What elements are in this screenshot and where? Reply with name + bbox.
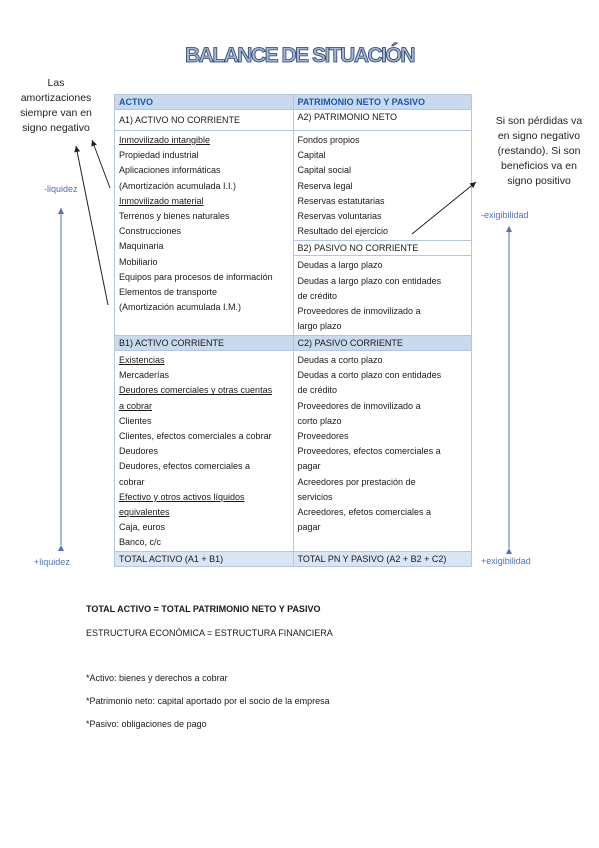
- table-item: Deudas a corto plazo con entidades: [297, 370, 442, 381]
- table-item: servicios: [297, 491, 333, 502]
- table-item: Deudas a largo plazo con entidades: [297, 275, 442, 286]
- note-line: siempre van en: [20, 107, 92, 119]
- table-item: Reservas estatutarias: [297, 195, 385, 206]
- pasivo-no-corriente-header: B2) PASIVO NO CORRIENTE: [292, 240, 472, 257]
- table-item: Deudores, efectos comerciales a: [119, 461, 251, 472]
- total-activo: TOTAL ACTIVO (A1 + B1): [114, 550, 294, 567]
- table-item: de crédito: [297, 290, 338, 301]
- arrow-resultado-ejercicio: [411, 181, 477, 235]
- table-item: Clientes: [119, 415, 152, 426]
- table-item: (Amortización acumulada I.M.): [119, 302, 242, 313]
- table-item: Terrenos y bienes naturales: [119, 211, 230, 222]
- arrow-amortizacion-ii: [91, 139, 111, 189]
- table-item: Equipos para procesos de información: [119, 271, 273, 282]
- table-item: Resultado del ejercicio: [297, 226, 389, 237]
- note-line: signo negativo: [22, 122, 90, 134]
- note-resultado: Si son pérdidas va en signo negativo (re…: [484, 114, 594, 189]
- table-item: Reserva legal: [297, 180, 353, 191]
- note-line: amortizaciones: [20, 92, 92, 104]
- table-item: Acreedores por prestación de: [297, 476, 416, 487]
- balance-table: ACTIVO PATRIMONIO NETO Y PASIVO A1) ACTI…: [114, 94, 472, 567]
- axis-label-minus-liquidez: -liquidez: [44, 184, 78, 194]
- table-item: Acreedores, efetos comerciales a: [297, 507, 432, 518]
- definition-pasivo: *Pasivo: obligaciones de pago: [86, 719, 207, 729]
- definition-activo: *Activo: bienes y derechos a cobrar: [86, 673, 228, 683]
- table-item: Mobiliario: [119, 256, 158, 267]
- total-pasivo: TOTAL PN Y PASIVO (A2 + B2 + C2): [292, 550, 472, 567]
- page-title: BALANCE DE SITUACIÓN: [184, 44, 416, 68]
- arrow-amortizacion-im: [74, 145, 109, 306]
- table-item: Clientes, efectos comerciales a cobrar: [119, 431, 272, 442]
- table-item: Capital social: [297, 165, 352, 176]
- table-item: (Amortización acumulada I.I.): [119, 180, 237, 191]
- table-item: Propiedad industrial: [119, 150, 199, 161]
- table-item: Inmovilizado material: [119, 195, 204, 206]
- table-item: Mercaderías: [119, 370, 170, 381]
- table-item: Deudores comerciales y otras cuentas: [119, 385, 273, 396]
- table-item: Banco, c/c: [119, 537, 162, 548]
- definition-patrimonio-neto: *Patrimonio neto: capital aportado por e…: [86, 696, 330, 706]
- table-item: Deudas a corto plazo: [297, 355, 383, 365]
- table-item: a cobrar: [119, 400, 153, 411]
- note-line: signo positivo: [507, 175, 571, 187]
- axis-label-plus-exigibilidad: +exigibilidad: [481, 556, 531, 566]
- equation-estructura: ESTRUCTURA ECONÓMICA = ESTRUCTURA FINANC…: [86, 628, 333, 638]
- equation-total: TOTAL ACTIVO = TOTAL PATRIMONIO NETO Y P…: [86, 604, 321, 614]
- table-item: Reservas voluntarias: [297, 211, 382, 222]
- note-amortizaciones: Las amortizaciones siempre van en signo …: [10, 76, 102, 136]
- table-item: Construcciones: [119, 226, 182, 237]
- table-item: corto plazo: [297, 415, 342, 426]
- table-item: Elementos de transporte: [119, 287, 218, 298]
- pasivo-header: PATRIMONIO NETO Y PASIVO: [292, 94, 472, 110]
- table-item: pagar: [297, 461, 321, 472]
- note-line: en signo negativo: [497, 130, 581, 142]
- table-item: Deudores: [119, 446, 159, 457]
- table-item: equivalentes: [119, 507, 170, 518]
- activo-corriente-header: B1) ACTIVO CORRIENTE: [114, 335, 294, 351]
- note-line: Las: [47, 77, 65, 89]
- table-item: Proveedores de inmovilizado a: [297, 305, 421, 316]
- note-line: (restando). Si son: [497, 145, 581, 157]
- table-item: de crédito: [297, 385, 338, 396]
- table-item: Inmovilizado intangible: [119, 135, 211, 145]
- table-item: largo plazo: [297, 321, 342, 332]
- table-item: Capital: [297, 150, 326, 161]
- table-item: Fondos propios: [297, 135, 360, 145]
- note-line: Si son pérdidas va: [495, 115, 583, 127]
- table-item: Efectivo y otros activos líquidos: [119, 491, 245, 502]
- table-item: Deudas a largo plazo: [297, 260, 383, 271]
- table-item: Existencias: [119, 355, 165, 365]
- table-item: Caja, euros: [119, 522, 166, 533]
- note-line: beneficios va en: [501, 160, 577, 172]
- table-item: cobrar: [119, 476, 145, 487]
- table-item: Proveedores de inmovilizado a: [297, 400, 421, 411]
- table-item: Proveedores: [297, 431, 349, 442]
- table-item: Maquinaria: [119, 241, 164, 252]
- axis-label-minus-exigibilidad: -exigibilidad: [481, 210, 529, 220]
- table-item: Aplicaciones informáticas: [119, 165, 221, 176]
- pasivo-corriente-header: C2) PASIVO CORRIENTE: [292, 335, 472, 351]
- table-item: Proveedores, efectos comerciales a: [297, 446, 441, 457]
- axis-label-plus-liquidez: +liquidez: [34, 557, 70, 567]
- table-item: pagar: [297, 522, 321, 533]
